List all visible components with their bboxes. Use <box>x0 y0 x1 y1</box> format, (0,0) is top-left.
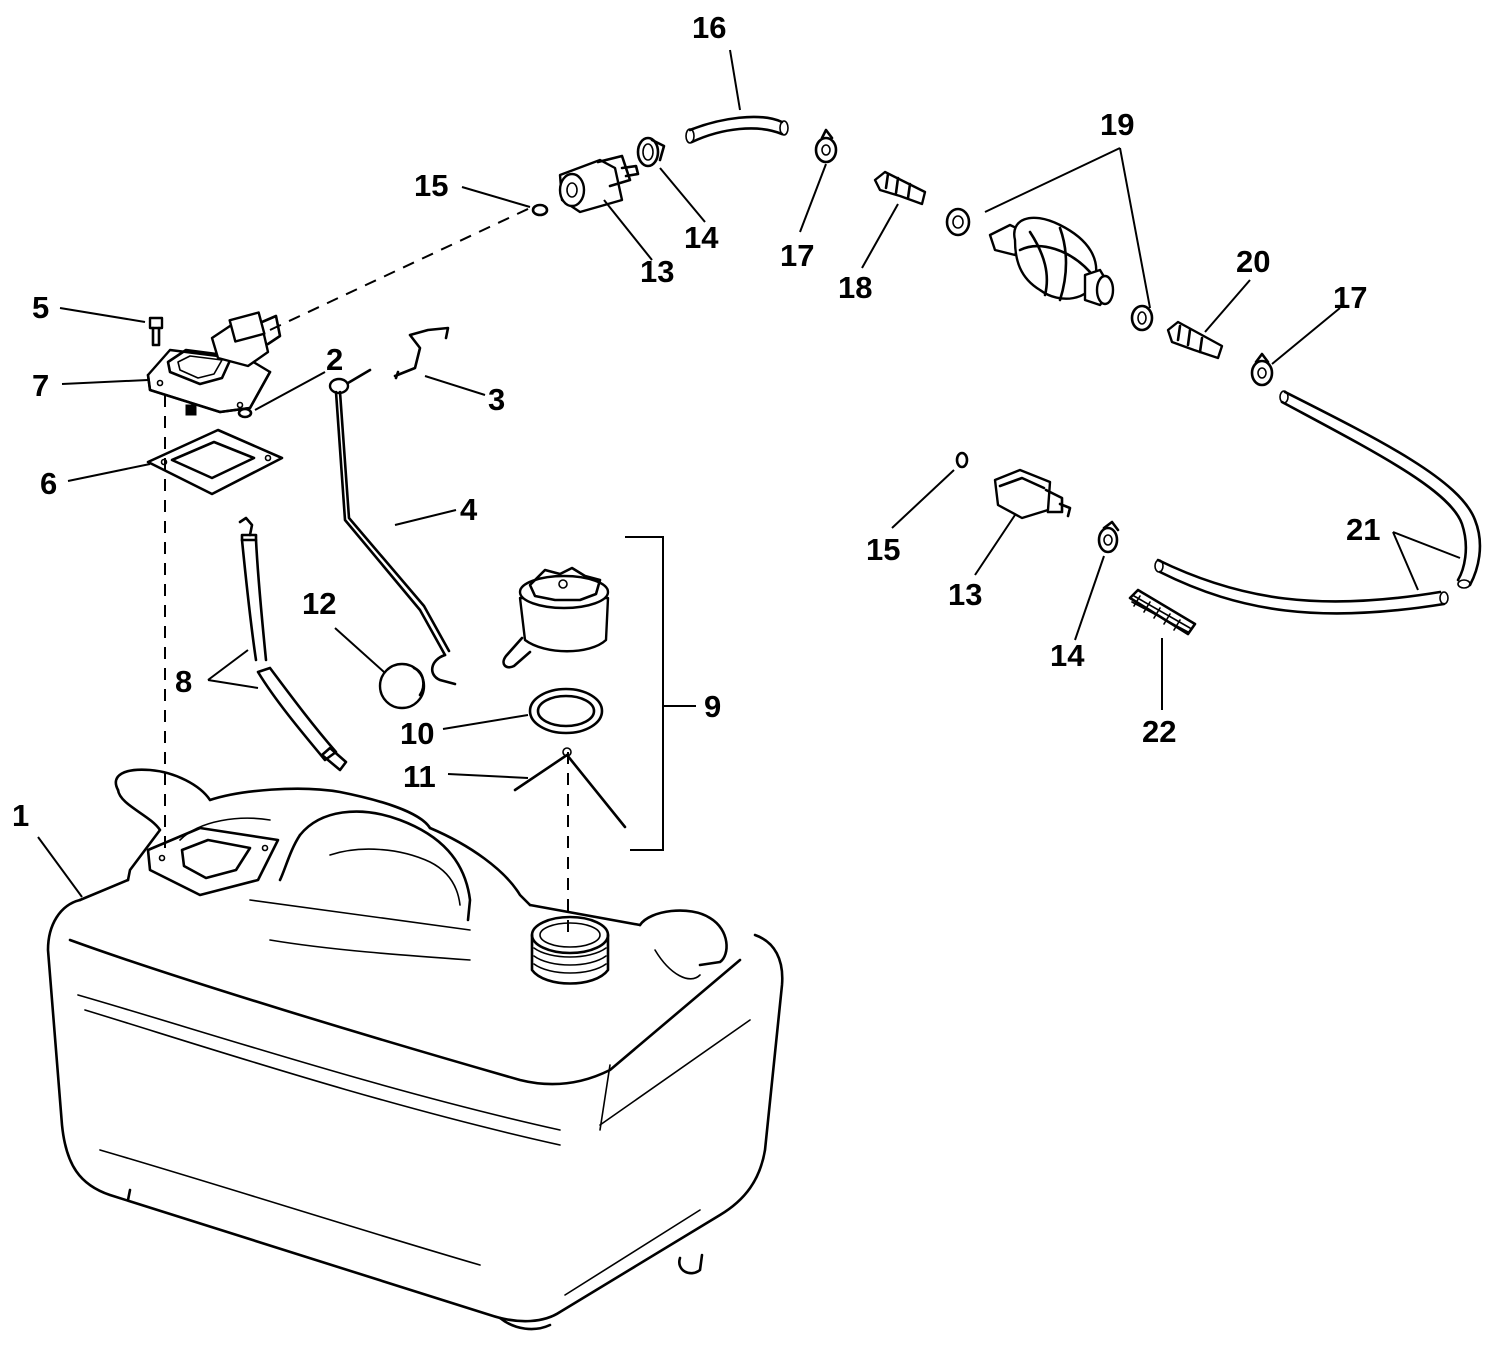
fuel-hose-short <box>685 115 789 144</box>
connector-lower <box>993 468 1072 520</box>
screw <box>148 316 164 347</box>
alignment-line-connector <box>269 207 531 331</box>
callout-20: 20 <box>1236 244 1270 279</box>
primer-bulb <box>988 216 1115 307</box>
callout-1: 1 <box>12 798 29 833</box>
callout-7: 7 <box>32 368 49 403</box>
leader-lines <box>37 49 1461 898</box>
hose-clamp-lower <box>1097 520 1120 554</box>
callout-4: 4 <box>460 492 478 527</box>
hose-clamp-bulb-left <box>945 207 971 237</box>
hose-clamp-upper-2 <box>814 128 838 164</box>
callout-12: 12 <box>302 586 336 621</box>
hose-clamp-right <box>1250 352 1274 387</box>
hose-clamp-upper <box>636 136 666 168</box>
callout-22: 22 <box>1142 714 1176 749</box>
callout-8: 8 <box>175 664 192 699</box>
callout-19: 19 <box>1100 107 1134 142</box>
o-ring-small <box>237 407 253 419</box>
callout-17-right: 17 <box>1333 280 1367 315</box>
callout-9: 9 <box>704 689 721 724</box>
gauge-bracket <box>393 326 450 380</box>
hose-clamp-bulb-right <box>1130 304 1154 332</box>
pickup-tube <box>238 516 348 772</box>
hose-fitting-2 <box>1166 320 1224 360</box>
callout-labels: 1 2 3 4 5 6 7 8 9 10 11 12 13 13 14 14 1… <box>12 10 1380 833</box>
o-ring-lower <box>955 451 969 469</box>
fuel-filter <box>1128 588 1197 636</box>
callout-14-lower: 14 <box>1050 638 1085 673</box>
callout-13-upper: 13 <box>640 254 674 289</box>
callout-14-upper: 14 <box>684 220 719 255</box>
fuel-cap <box>502 566 610 669</box>
callout-13-lower: 13 <box>948 577 982 612</box>
cap-gasket <box>528 687 604 735</box>
callout-5: 5 <box>32 290 49 325</box>
gasket <box>146 428 284 496</box>
float-ball <box>378 662 426 710</box>
callout-18: 18 <box>838 270 872 305</box>
o-ring-upper <box>531 203 549 217</box>
callout-16: 16 <box>692 10 726 45</box>
callout-17-upper: 17 <box>780 238 814 273</box>
connector-upper <box>558 154 640 214</box>
fuel-gauge-float-arm <box>328 368 457 686</box>
hose-fitting <box>873 170 927 206</box>
cap-retainer <box>513 747 627 829</box>
fuel-pickup-mount <box>146 311 282 416</box>
bracket-9 <box>625 536 664 851</box>
callout-21: 21 <box>1346 512 1380 547</box>
callout-15-upper: 15 <box>414 168 448 203</box>
callout-15-lower: 15 <box>866 532 900 567</box>
callout-10: 10 <box>400 716 434 751</box>
callout-3: 3 <box>488 382 505 417</box>
callout-6: 6 <box>40 466 57 501</box>
callout-11: 11 <box>403 759 436 794</box>
fuel-hose-long <box>1154 390 1482 615</box>
callout-2: 2 <box>326 342 343 377</box>
fuel-tank-body <box>46 768 784 1331</box>
